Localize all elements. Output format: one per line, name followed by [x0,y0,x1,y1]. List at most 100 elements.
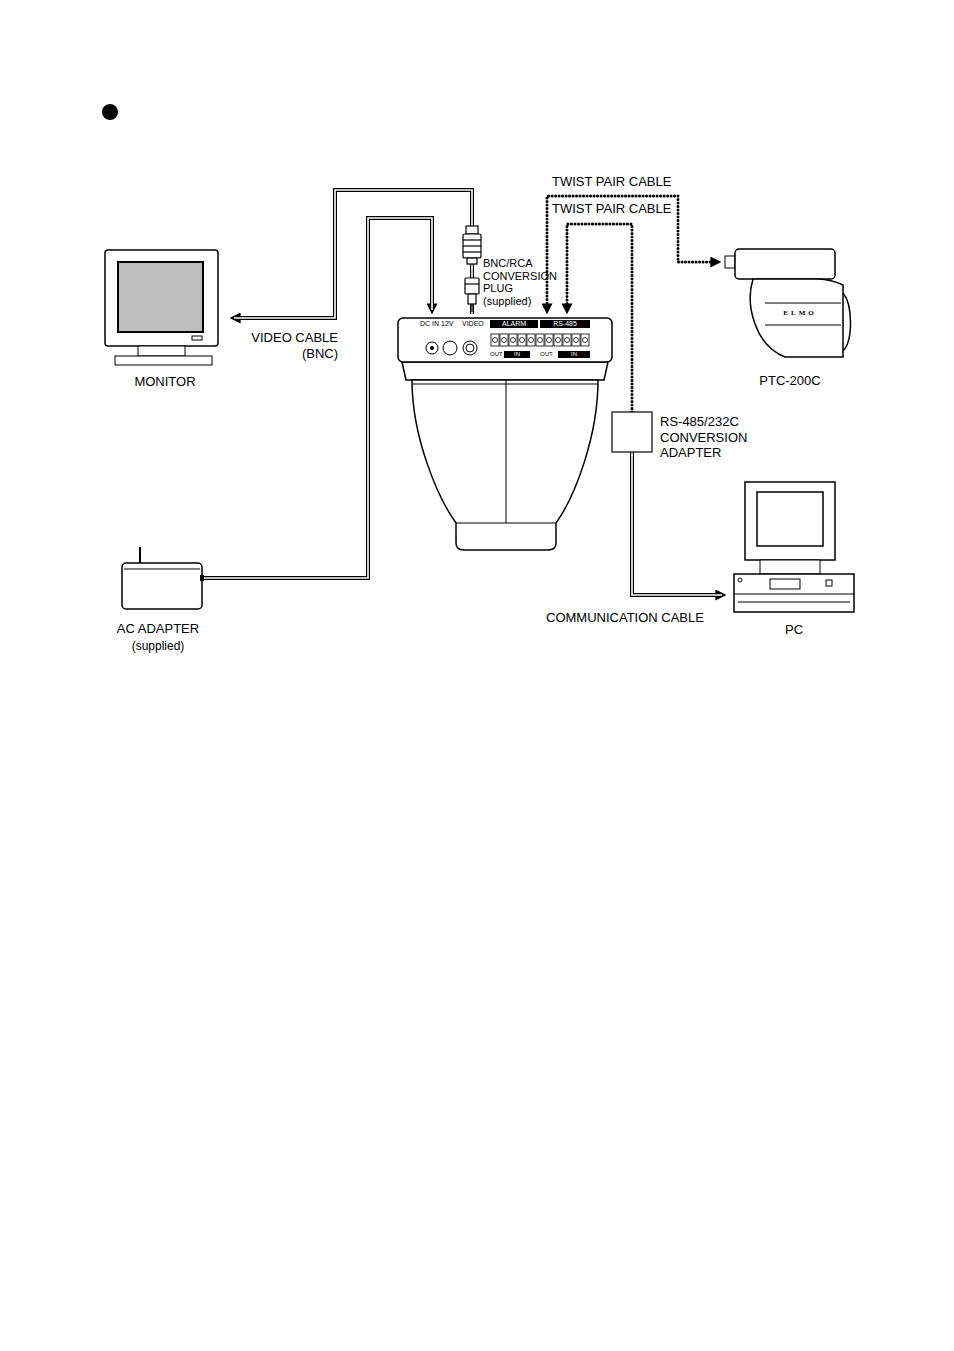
cable [204,218,432,578]
node-label: (supplied) [112,639,204,653]
drawing-stroke [105,250,218,346]
drawing-stroke [506,380,507,523]
node-label: RS-485/232C CONVERSION ADAPTER [660,414,810,461]
cable-path [204,218,432,578]
cable-label: TWIST PAIR CABLE [552,174,672,190]
drawing-stroke [734,574,854,612]
drawing-stroke [463,341,477,355]
drawing-stroke [500,334,508,346]
drawing-stroke [139,547,141,563]
drawing-stroke [843,293,851,351]
drawing-stroke [765,325,841,326]
drawing-stroke [520,338,525,343]
node-label: ELMO [765,309,835,317]
drawing-stroke [770,579,800,589]
drawing-stroke [556,338,561,343]
drawing-stroke [734,594,854,595]
drawing-stroke [502,338,507,343]
drawing-stroke [511,338,516,343]
drawing-stroke [583,338,588,343]
drawing-stroke [529,338,534,343]
drawing-stroke [547,338,552,343]
panel-label: OUT [540,351,556,358]
drawing-stroke [192,336,202,340]
cable-label: TWIST PAIR CABLE [552,201,672,217]
drawing-stroke [509,334,517,346]
drawing-stroke [115,356,212,365]
drawing-stroke [456,523,556,524]
cable-label: COMMUNICATION CABLE [546,610,726,626]
panel-label: RS-485 [540,320,590,328]
drawing-stroke [554,334,562,346]
drawing-stroke [527,334,535,346]
cable [234,190,472,318]
drawing-stroke [738,578,742,582]
pc-node-drawing [730,480,858,642]
cable-core [632,452,722,595]
panel-label: OUT [490,351,504,358]
drawing-stroke [565,338,570,343]
bullet-dot [102,104,118,120]
drawing-stroke [572,334,580,346]
drawing-stroke [398,318,612,362]
cable-core [204,218,432,578]
drawing-stroke [491,334,499,346]
drawing-stroke [750,279,843,357]
drawing-stroke [725,256,735,268]
cable-core [234,190,472,318]
drawing-stroke [538,338,543,343]
ac-adapter-node: AC ADAPTER (supplied) [112,545,204,655]
monitor-node: MONITOR [100,248,230,393]
panel-label: IN [504,351,530,358]
ptc-camera-node: ELMO PTC-200C [725,245,855,395]
bnc-rca-plug [463,226,481,312]
node-label: MONITOR [100,374,230,390]
drawing-stroke [760,560,820,574]
drawing-stroke [765,303,841,304]
pc-node: PC [730,480,858,642]
drawing-stroke [826,580,832,586]
panel-label: IN [558,351,590,358]
drawing-stroke [443,341,457,355]
node-label: PTC-200C [725,373,855,389]
drawing-stroke [545,334,553,346]
drawing-stroke [536,334,544,346]
ptc-camera-node-drawing [725,245,855,395]
drawing-stroke [581,334,589,346]
panel-label: ALARM [490,320,538,328]
drawing-stroke [738,602,850,603]
drawing-stroke [412,380,598,550]
conversion-adapter-box: RS-485/232C CONVERSION ADAPTER [612,412,812,452]
panel-label: DC IN 12V [420,320,456,328]
drawing-stroke [574,338,579,343]
drawing-stroke [118,262,203,332]
drawing-stroke [612,412,652,452]
drawing-stroke [518,334,526,346]
drawing-stroke [466,344,474,352]
panel-label: VIDEO [462,320,486,328]
drawing-stroke [124,569,200,570]
drawing-stroke [402,362,608,380]
drawing-stroke [735,249,835,279]
monitor-node-drawing [100,248,230,393]
drawing-stroke [412,384,598,385]
drawing-stroke [426,342,438,354]
cable-path [234,190,472,318]
node-label: PC [730,622,858,638]
drawing-stroke [493,338,498,343]
drawing-stroke [138,346,185,356]
cable [632,452,722,595]
camera-unit: DC IN 12VVIDEOALARMRS-485OUTINOUTIN [398,318,614,550]
node-label: AC ADAPTER [112,621,204,637]
drawing-stroke [757,492,823,546]
drawing-stroke [745,482,835,560]
ac-adapter-node-drawing [112,545,204,655]
drawing-stroke [200,575,204,581]
drawing-stroke [563,334,571,346]
part-label: BNC/RCA CONVERSION PLUG (supplied) [483,257,555,308]
drawing-stroke [122,563,202,609]
cable-path [632,452,722,595]
cable-label: VIDEO CABLE (BNC) [246,330,338,361]
